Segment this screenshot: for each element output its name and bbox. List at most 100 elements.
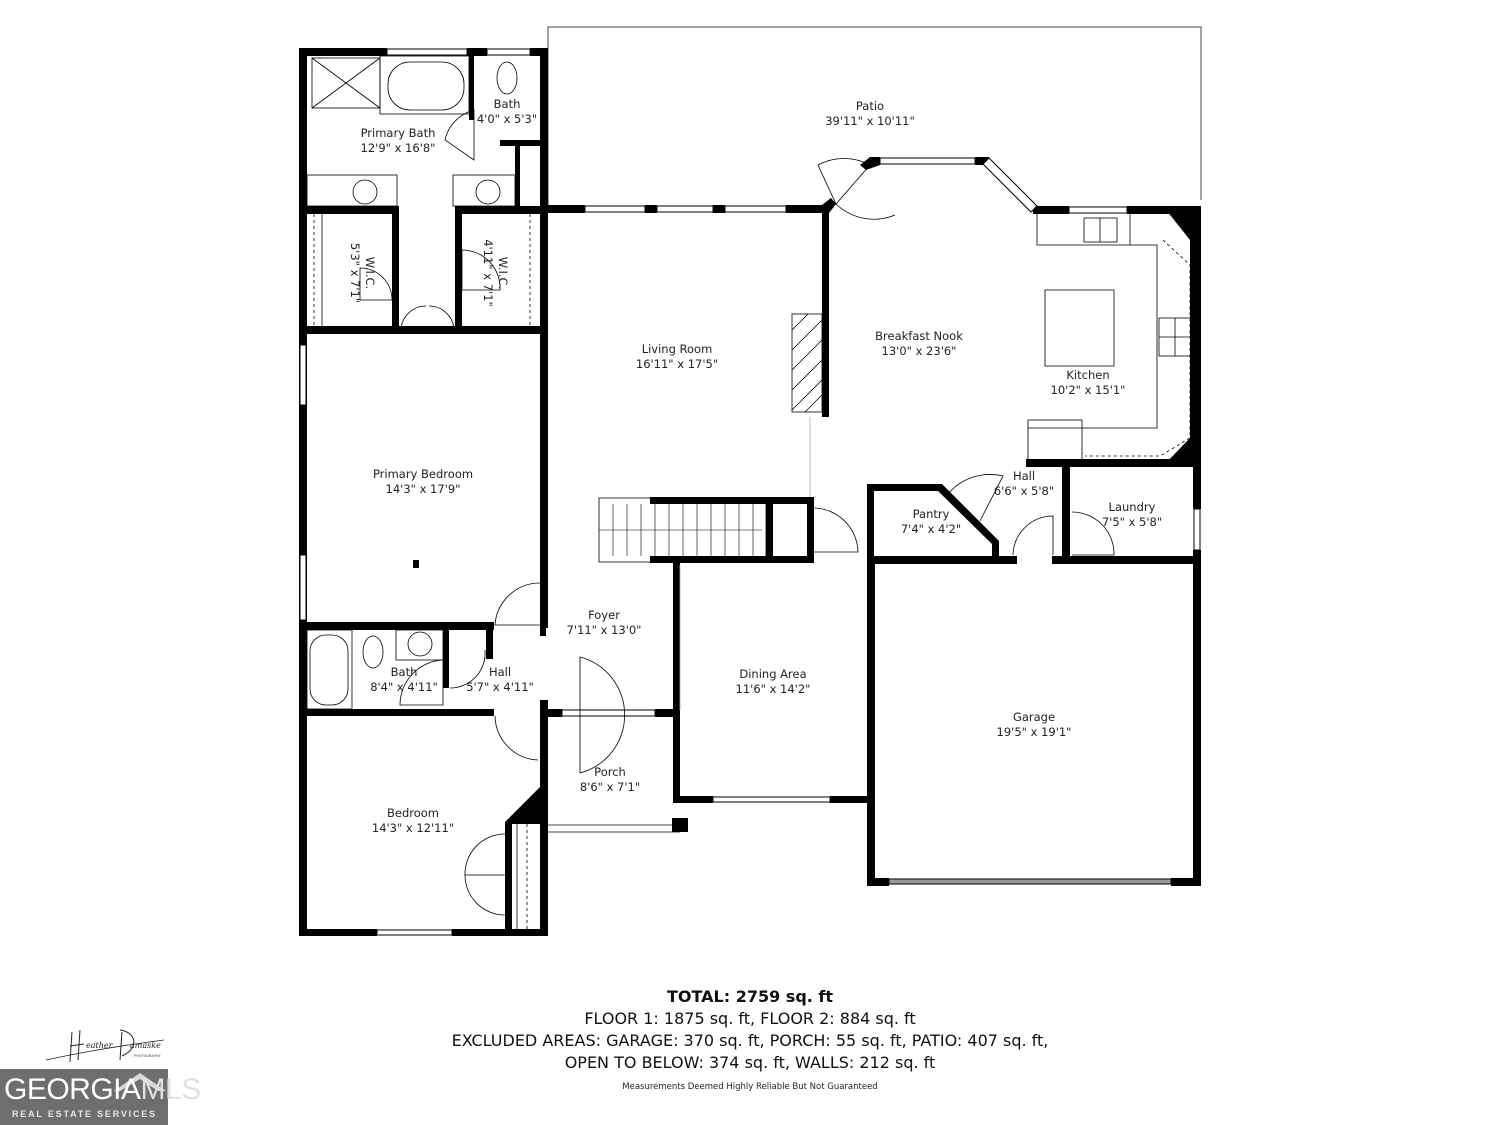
window (376, 929, 453, 936)
wall (650, 556, 810, 563)
kitchen-peninsula (1027, 419, 1083, 461)
wall (1193, 459, 1201, 509)
door-swing (461, 249, 501, 291)
door-swing (494, 582, 541, 626)
door-swing (835, 203, 896, 220)
wall (455, 206, 462, 332)
floor-areas: FLOOR 1: 1875 sq. ft, FLOOR 2: 884 sq. f… (584, 1009, 916, 1028)
wall (1062, 459, 1070, 563)
bathtub (379, 55, 470, 115)
room-label-wic-left: W.I.C.5'3" x 7'1" (347, 243, 377, 303)
wall (713, 205, 725, 213)
room-dims: 5'3" x 7'1" (348, 242, 362, 304)
room-dims: 13'0" x 23'6" (881, 344, 957, 358)
room-name: Kitchen (1066, 368, 1110, 382)
wall (1033, 206, 1069, 214)
excluded-areas-2: OPEN TO BELOW: 374 sq. ft, WALLS: 212 sq… (564, 1053, 936, 1072)
wall (1026, 459, 1201, 467)
door-swing (449, 649, 486, 689)
vanity (452, 174, 516, 207)
room-name: Dining Area (739, 667, 807, 681)
window (584, 205, 646, 213)
room-dims: 8'4" x 4'11" (370, 680, 438, 694)
wall (673, 796, 713, 803)
window (724, 205, 787, 213)
vanity (395, 629, 444, 661)
room-dims: 8'6" x 7'1" (579, 780, 641, 794)
excluded-areas: EXCLUDED AREAS: GARAGE: 370 sq. ft, PORC… (451, 1031, 1049, 1050)
wall (540, 709, 562, 717)
room-dims: 6'6" x 5'8" (993, 484, 1055, 498)
room-dims: 14'3" x 12'11" (371, 821, 455, 835)
wall (867, 878, 889, 886)
bathtub-basin (387, 61, 465, 111)
mls-brand-georgia: GEORGIA (4, 1073, 141, 1106)
roof-icon (114, 1073, 166, 1091)
wall (867, 556, 1017, 564)
room-name: W.I.C. (363, 256, 377, 290)
disclaimer: Measurements Deemed Highly Reliable But … (622, 1082, 878, 1092)
wall (766, 497, 773, 563)
window (1068, 206, 1128, 214)
door-swing (813, 507, 859, 553)
window (299, 554, 307, 621)
wall (975, 157, 989, 165)
room-name: W.I.C. (496, 256, 510, 290)
georgia-mls-logo: GEORGIAMLS REAL ESTATE SERVICES (0, 1069, 201, 1125)
room-name: Hall (488, 665, 512, 679)
door-swing (947, 474, 1004, 522)
room-dims: 5'7" x 4'11" (466, 680, 534, 694)
door-swing (359, 267, 393, 301)
wall (867, 484, 999, 563)
wall (392, 206, 399, 332)
wall (540, 628, 546, 636)
mls-brand-mls: MLS (140, 1073, 202, 1106)
wall (299, 326, 547, 334)
room-name: Bedroom (386, 806, 439, 820)
wall (1127, 206, 1201, 214)
wall (673, 563, 680, 803)
room-name: Breakfast Nook (875, 329, 963, 343)
door-swing (464, 833, 506, 916)
toilet (496, 61, 518, 95)
room-dims: 4'0" x 5'3" (476, 112, 538, 126)
wall (830, 796, 875, 803)
wall (1171, 878, 1201, 886)
room-dims: 12'9" x 16'8" (360, 141, 436, 155)
wall (505, 786, 548, 929)
door-swing (494, 715, 539, 761)
kitchen-sink (1083, 217, 1118, 243)
window (982, 157, 1038, 213)
wall (500, 140, 540, 146)
room-name: Patio (855, 99, 885, 113)
door-swing (817, 158, 871, 205)
kitchen-island (1044, 289, 1115, 367)
door-swing (579, 656, 625, 774)
svg-text:PHOTOGRAPHY: PHOTOGRAPHY (134, 1054, 162, 1058)
wall (807, 497, 814, 563)
room-dims: 7'5" x 5'8" (1101, 515, 1163, 529)
room-dims: 10'2" x 15'1" (1050, 383, 1126, 397)
room-name: Hall (1012, 469, 1036, 483)
room-dims: 7'4" x 4'2" (900, 522, 962, 536)
svg-text:amaske: amaske (130, 1041, 161, 1050)
door-swing (400, 305, 455, 333)
wall (299, 709, 494, 716)
room-dims: 16'11" x 17'5" (635, 357, 719, 371)
room-name: Bath (390, 665, 418, 679)
wall (1052, 556, 1201, 564)
room-dims: 4'11" x 7'1" (481, 239, 495, 307)
wall (1193, 563, 1201, 886)
room-name: Foyer (588, 608, 620, 622)
